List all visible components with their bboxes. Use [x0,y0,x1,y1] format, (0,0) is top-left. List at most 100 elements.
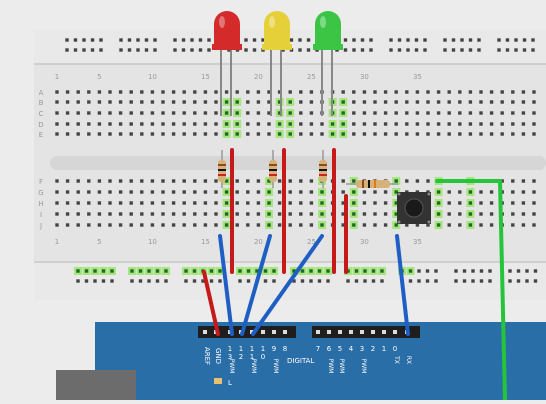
breadboard-hole [150,223,155,227]
breadboard-hole [256,190,261,194]
rail-hole [181,38,186,42]
breadboard-hole [320,190,324,194]
breadboard-hole [309,90,314,94]
rail-hole [408,279,413,283]
breadboard-hole [129,122,133,126]
breadboard-hole [383,90,388,94]
rail-hole [514,38,518,42]
row-letter: J [39,222,42,230]
breadboard-hole [108,179,112,183]
breadboard-hole [436,122,441,126]
rail-hole [263,269,268,273]
breadboard-hole [171,122,176,126]
breadboard-hole [277,190,282,194]
breadboard-hole [447,100,451,104]
breadboard-hole [65,132,70,136]
breadboard-hole [140,223,144,227]
breadboard-hole [203,122,208,126]
rail-hole [119,38,123,42]
rail-hole [272,279,276,283]
breadboard-hole [55,122,59,126]
breadboard-hole [532,100,536,104]
header-left [198,326,296,338]
breadboard-hole [489,100,494,104]
breadboard-hole [288,132,292,136]
breadboard-hole [256,90,261,94]
breadboard-hole [171,100,176,104]
breadboard-hole [267,122,271,126]
breadboard-hole [161,90,165,94]
breadboard-hole [532,212,536,216]
rail-hole [380,279,384,283]
row-letter: H [38,200,43,208]
breadboard-hole [436,223,441,227]
rail-hole [147,279,151,283]
breadboard-hole [468,190,473,194]
breadboard-hole [468,132,473,136]
row-letter: F [39,178,43,186]
rail-hole [479,269,484,273]
breadboard-hole [447,122,451,126]
rail-hole [155,269,160,273]
breadboard-hole [532,223,536,227]
breadboard-hole [118,190,123,194]
breadboard-hole [161,132,165,136]
breadboard-hole [511,111,515,115]
rail-hole [425,279,430,283]
breadboard-hole [235,132,239,136]
breadboard-hole [224,132,229,136]
blue-signal-wire [218,234,234,336]
breadboard-hole [489,90,494,94]
breadboard-hole [203,100,208,104]
breadboard-hole [235,111,239,115]
breadboard-hole [320,122,324,126]
rail-hole [218,269,222,273]
rail-hole [198,38,203,42]
gnd-label: GND [214,348,222,364]
rail-hole [397,38,402,42]
resistor-band [319,164,327,166]
breadboard-hole [415,100,420,104]
breadboard-hole [468,223,473,227]
wires [202,148,507,402]
breadboard-hole [532,179,536,183]
breadboard-hole [394,212,398,216]
breadboard-hole [405,132,409,136]
breadboard-hole [108,190,112,194]
rail-hole [451,48,456,52]
rail-hole [497,48,501,52]
rail-hole [198,48,203,52]
rail-hole [101,269,106,273]
breadboard-hole [479,201,483,205]
breadboard-hole [182,100,186,104]
rail-hole [246,279,251,283]
rail-hole [127,48,132,52]
breadboard-hole [500,100,504,104]
rail-hole [406,48,410,52]
breadboard-hole [140,90,144,94]
breadboard-hole [214,190,218,194]
breadboard-hole [277,223,282,227]
breadboard-hole [521,132,526,136]
breadboard-hole [479,190,483,194]
breadboard-hole [521,122,526,126]
breadboard-hole [521,201,526,205]
breadboard-hole [193,201,197,205]
breadboard-hole [288,111,292,115]
breadboard-hole [394,132,398,136]
breadboard-hole [511,179,515,183]
breadboard-hole [129,111,133,115]
breadboard-hole [129,223,133,227]
breadboard-hole [140,132,144,136]
rail-hole [354,269,359,273]
usb-connector [56,370,136,400]
breadboard-hole [267,100,271,104]
breadboard-hole [277,212,282,216]
breadboard-hole [383,201,388,205]
breadboard-hole [171,201,176,205]
breadboard-hole [87,132,91,136]
breadboard-hole [214,212,218,216]
breadboard-hole [97,111,102,115]
breadboard-hole [97,122,102,126]
header-pin [349,330,353,334]
